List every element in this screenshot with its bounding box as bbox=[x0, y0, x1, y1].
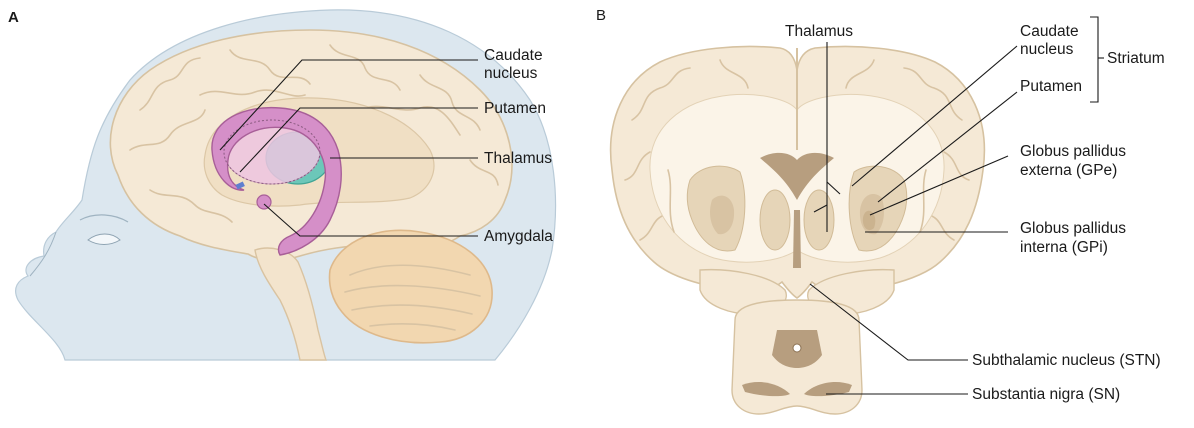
cerebral-aqueduct bbox=[793, 344, 801, 352]
panel-a: A bbox=[8, 9, 556, 360]
thalamus-right-b bbox=[804, 190, 834, 250]
label-amygdala-a: Amygdala bbox=[484, 228, 553, 245]
third-ventricle bbox=[793, 210, 801, 268]
label-putamen-b: Putamen bbox=[1020, 78, 1082, 95]
label-putamen-a: Putamen bbox=[484, 100, 546, 117]
label-thalamus-a: Thalamus bbox=[484, 150, 552, 167]
label-thalamus-b: Thalamus bbox=[785, 23, 853, 40]
label-gpe-line2: externa (GPe) bbox=[1020, 162, 1117, 179]
panel-b-letter: B bbox=[596, 7, 606, 24]
thalamus-left-b bbox=[760, 190, 790, 250]
label-gpi-line1: Globus pallidus bbox=[1020, 220, 1126, 237]
panel-a-letter: A bbox=[8, 9, 19, 26]
label-gpe-line1: Globus pallidus bbox=[1020, 143, 1126, 160]
label-sn: Substantia nigra (SN) bbox=[972, 386, 1120, 403]
amygdala-a bbox=[257, 195, 271, 209]
label-caudate-line1-b: Caudate bbox=[1020, 23, 1079, 40]
striatum-bracket bbox=[1090, 17, 1098, 102]
label-caudate-line2-b: nucleus bbox=[1020, 41, 1074, 58]
label-striatum: Striatum bbox=[1107, 50, 1165, 67]
label-gpi-line2: interna (GPi) bbox=[1020, 239, 1108, 256]
label-caudate-line2-a: nucleus bbox=[484, 65, 538, 82]
label-caudate-line1-a: Caudate bbox=[484, 47, 543, 64]
label-stn: Subthalamic nucleus (STN) bbox=[972, 352, 1161, 369]
panel-b: B bbox=[596, 7, 1165, 414]
